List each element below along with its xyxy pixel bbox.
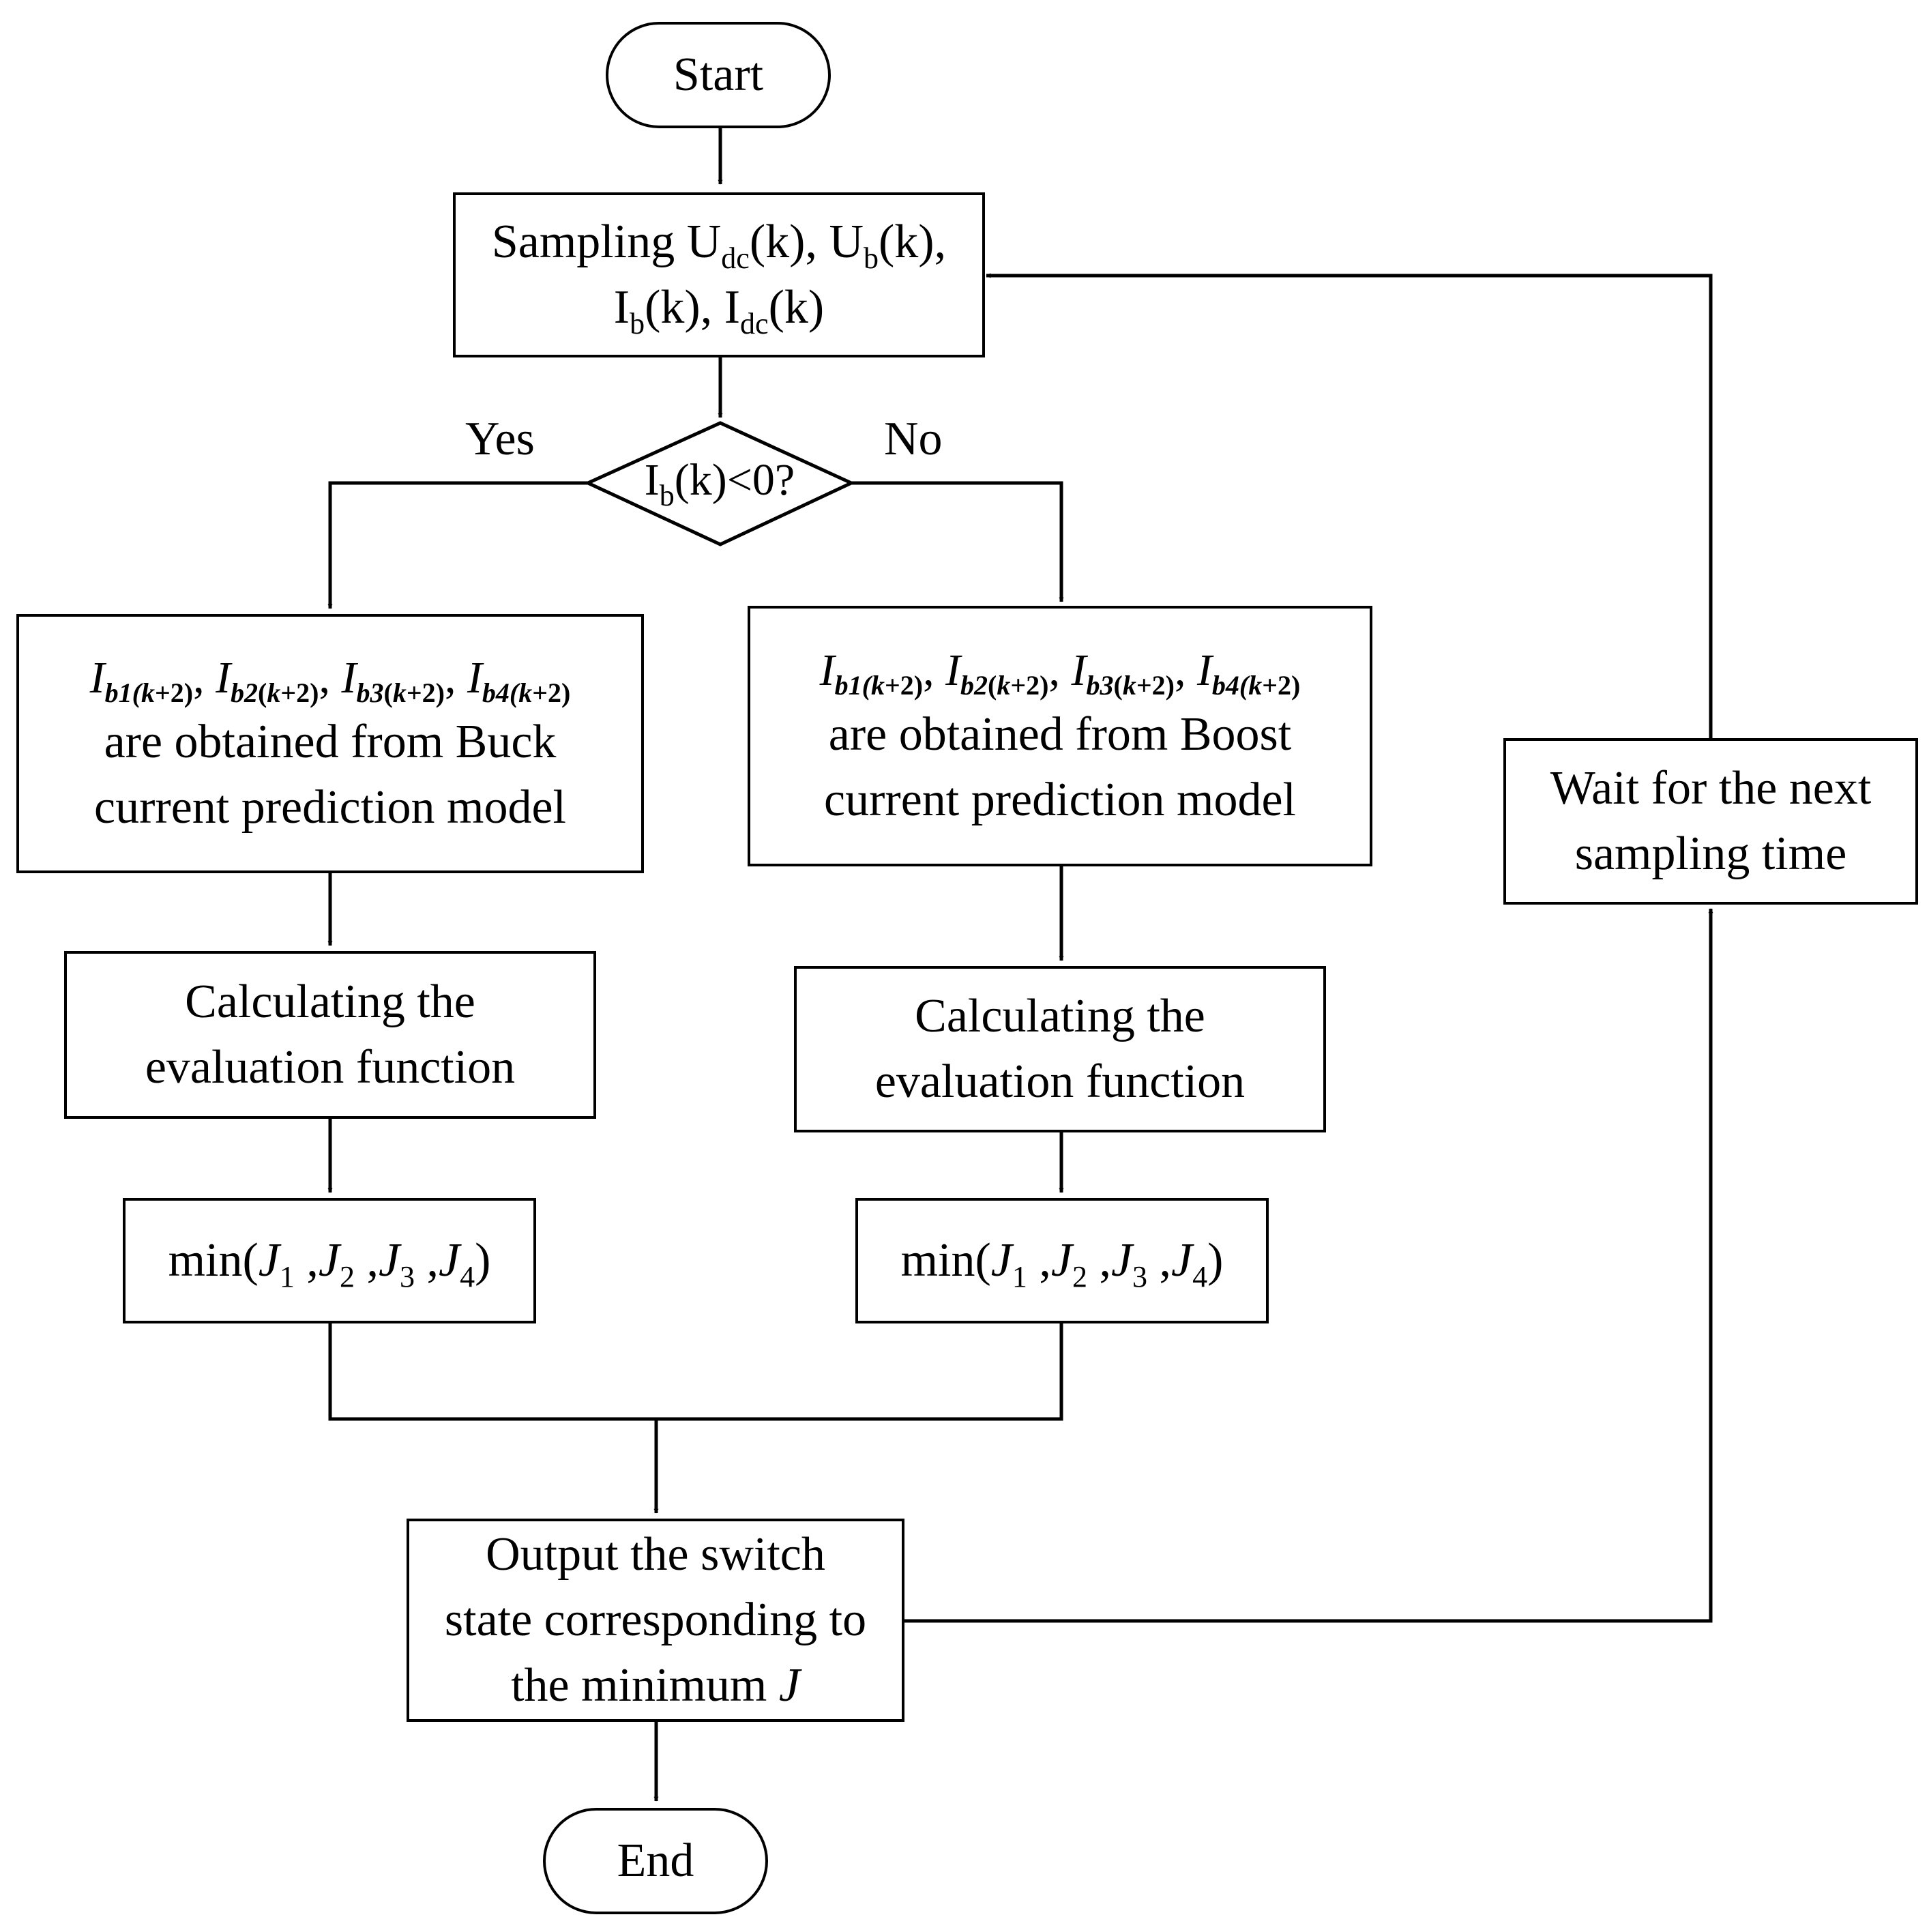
start-label: Start <box>673 48 764 101</box>
sampling-box: Sampling Udc(k), Ub(k), Ib(k), Idc(k) <box>453 192 985 357</box>
wait-box: Wait for the next sampling time <box>1503 738 1918 905</box>
buck-prediction-line-3: current prediction model <box>94 781 566 834</box>
arrow-no-branch <box>851 481 1064 602</box>
boost-prediction-box: Ib1(k+2), Ib2(k+2), Ib3(k+2), Ib4(k+2) a… <box>748 606 1372 866</box>
sampling-line-1: Sampling Udc(k), Ub(k), <box>491 216 947 275</box>
boost-prediction-line-3: current prediction model <box>824 774 1296 826</box>
calc-line-1: Calculating the <box>185 976 475 1028</box>
boost-prediction-currents: Ib1(k+2), Ib2(k+2), Ib3(k+2), Ib4(k+2) <box>819 645 1301 701</box>
calc-evaluation-box-boost: Calculating the evaluation function <box>794 966 1326 1132</box>
min-expression: min(J1 ,J2 ,J3 ,J4) <box>900 1234 1224 1293</box>
sampling-line-2: Ib(k), Idc(k) <box>613 281 825 340</box>
yes-label: Yes <box>465 413 535 465</box>
wait-line-2: sampling time <box>1574 828 1847 880</box>
end-terminal: End <box>543 1808 768 1914</box>
output-box: Output the switch state corresponding to… <box>407 1519 904 1722</box>
output-line-2: state corresponding to <box>444 1594 867 1646</box>
buck-prediction-currents: Ib1(k+2), Ib2(k+2), Ib3(k+2), Ib4(k+2) <box>89 653 571 708</box>
decision-label: Ib(k)<0? <box>644 455 795 512</box>
min-box-boost: min(J1 ,J2 ,J3 ,J4) <box>855 1198 1269 1323</box>
calc-evaluation-box-buck: Calculating the evaluation function <box>64 951 596 1119</box>
decision-diamond <box>584 421 855 546</box>
buck-prediction-box: Ib1(k+2), Ib2(k+2), Ib3(k+2), Ib4(k+2) a… <box>16 614 644 873</box>
output-line-1: Output the switch <box>486 1528 825 1581</box>
no-label: No <box>884 413 943 465</box>
end-label: End <box>617 1834 694 1887</box>
wait-line-1: Wait for the next <box>1550 762 1872 815</box>
buck-prediction-line-2: are obtained from Buck <box>104 716 557 768</box>
calc-line-1: Calculating the <box>915 990 1205 1042</box>
calc-line-2: evaluation function <box>145 1041 516 1094</box>
calc-line-2: evaluation function <box>874 1055 1246 1108</box>
output-line-3: the minimum J <box>511 1659 800 1712</box>
arrow-wait-to-sampling <box>986 273 1713 738</box>
arrow-yes-branch <box>327 481 588 609</box>
merge-line <box>328 1322 1063 1421</box>
boost-prediction-line-2: are obtained from Boost <box>828 708 1292 761</box>
arrow-output-to-wait <box>903 908 1713 1623</box>
min-expression: min(J1 ,J2 ,J3 ,J4) <box>168 1234 491 1293</box>
start-terminal: Start <box>606 22 831 128</box>
min-box-buck: min(J1 ,J2 ,J3 ,J4) <box>123 1198 536 1323</box>
